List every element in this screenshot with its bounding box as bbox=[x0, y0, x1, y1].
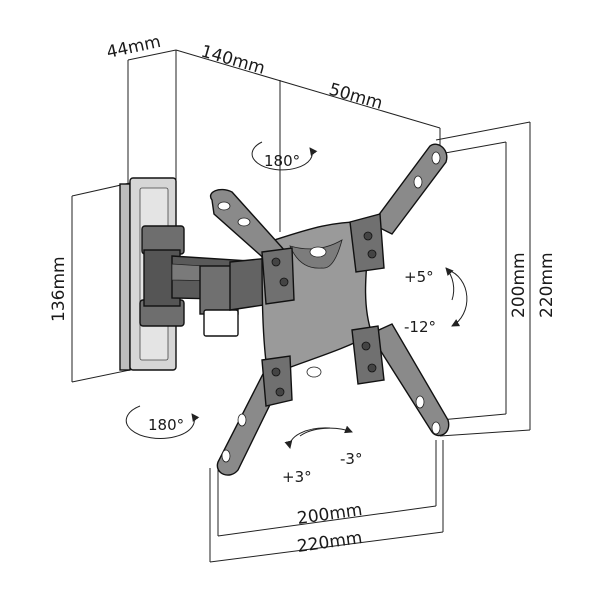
dim-line-top-main bbox=[175, 49, 441, 129]
dim-ext-right-bottom-outer bbox=[439, 429, 531, 437]
vesa-arm-upper-right bbox=[370, 143, 448, 235]
vesa-arm-lower-right bbox=[368, 323, 450, 437]
label-200mm-vertical: 200mm bbox=[509, 252, 529, 318]
rotation-arrows bbox=[125, 141, 468, 449]
tilt-arrow-down bbox=[447, 269, 468, 327]
swivel-arrow-bottom bbox=[125, 405, 200, 439]
vesa-plate bbox=[209, 143, 450, 476]
label-tilt-up: +5° bbox=[404, 268, 434, 286]
label-220mm-horizontal: 220mm bbox=[296, 528, 364, 557]
labels: 44mm 140mm 50mm 136mm 200mm 220mm 200mm … bbox=[49, 32, 557, 557]
label-50mm: 50mm bbox=[327, 80, 385, 114]
label-140mm: 140mm bbox=[199, 42, 268, 79]
label-swivel-bottom: 180° bbox=[148, 416, 184, 434]
swing-arm bbox=[139, 225, 271, 337]
label-200mm-horizontal: 200mm bbox=[296, 500, 364, 529]
label-swivel-top: 180° bbox=[264, 152, 300, 170]
label-136mm: 136mm bbox=[49, 256, 69, 322]
label-44mm: 44mm bbox=[105, 32, 163, 63]
label-tilt-down: -12° bbox=[404, 318, 436, 336]
label-level-plus: +3° bbox=[282, 468, 312, 486]
label-level-minus: -3° bbox=[340, 450, 362, 468]
dim-line-200mm-horizontal bbox=[217, 505, 437, 537]
arm-elbow-bracket bbox=[203, 309, 239, 337]
dim-ext-right-top-outer bbox=[435, 121, 531, 141]
level-arrow-left bbox=[284, 427, 331, 449]
dim-ext-136-bottom bbox=[71, 369, 131, 383]
label-220mm-vertical: 220mm bbox=[537, 252, 557, 318]
dim-line-220mm-horizontal bbox=[209, 531, 444, 563]
swivel-arrow-top bbox=[251, 141, 318, 171]
level-arrow-right bbox=[299, 425, 353, 437]
dim-line-44mm bbox=[127, 49, 177, 61]
tilt-arrow-up bbox=[445, 267, 455, 301]
dim-ext-right-bottom-inner bbox=[439, 413, 507, 421]
